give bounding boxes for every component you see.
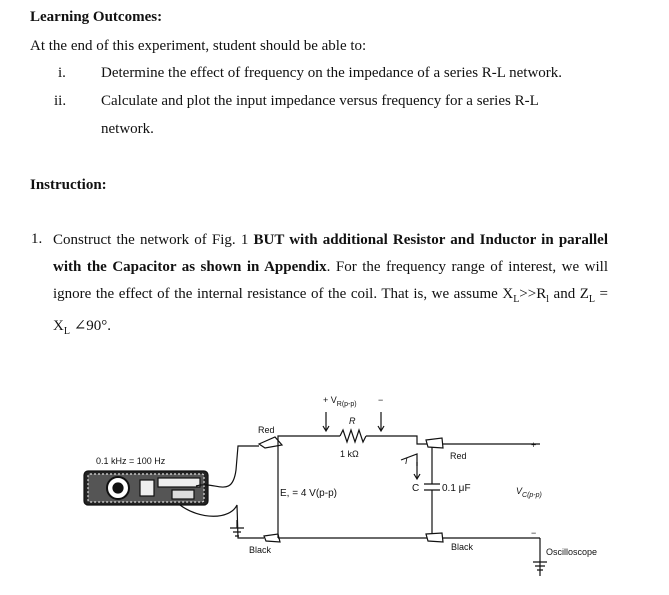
- vr-minus-sign: −: [378, 395, 384, 405]
- outcome-2-number: ii.: [54, 93, 67, 109]
- instr-sub-4: L: [63, 326, 70, 337]
- black-lead-right-label: Black: [451, 542, 474, 552]
- outcome-1-number: i.: [58, 65, 66, 81]
- black-lead-left-label: Black: [249, 545, 272, 555]
- instr-bold-part: BUT with additional Resistor and Inducto…: [53, 232, 608, 275]
- source-voltage-label: E, = 4 V(p-p): [280, 488, 337, 499]
- vc-label: VC(p-p): [516, 486, 542, 499]
- oscilloscope-label: Oscilloscope: [546, 547, 598, 557]
- vc-subscript: C(p-p): [522, 491, 542, 499]
- instruction-number: 1.: [31, 231, 43, 247]
- instr-part-6: ∠90°.: [69, 318, 112, 334]
- instr-sub-3: L: [588, 294, 596, 305]
- learning-intro: At the end of this experiment, student s…: [30, 38, 367, 54]
- instr-part-5: = X: [53, 286, 609, 334]
- learning-outcomes-heading: Learning Outcomes:: [30, 9, 163, 25]
- vr-label: + VR(p-p): [323, 395, 357, 408]
- capacitor-value-label: 0.1 μF: [442, 483, 471, 494]
- vr-subscript: R(p-p): [336, 400, 357, 408]
- function-generator-icon: [83, 470, 209, 506]
- red-lead-left-label: Red: [258, 425, 275, 435]
- instr-sub-2: l: [546, 294, 550, 305]
- red-lead-right-label: Red: [450, 451, 467, 461]
- vc-plus-sign: +: [531, 440, 537, 450]
- current-label: I: [405, 456, 408, 466]
- outcome-2-text-cont: network.: [101, 121, 154, 137]
- instr-sub-1: L: [513, 294, 520, 305]
- instr-part-1: Construct the network of Fig. 1: [53, 232, 254, 248]
- resistor-symbol-label: R: [349, 416, 356, 426]
- instruction-heading: Instruction:: [30, 177, 107, 193]
- capacitor-symbol-label: C: [412, 483, 420, 494]
- outcome-2-text: Calculate and plot the input impedance v…: [101, 93, 539, 109]
- outcome-1-text: Determine the effect of frequency on the…: [101, 65, 563, 81]
- resistor-value-label: 1 kΩ: [340, 449, 359, 459]
- instruction-paragraph: Construct the network of Fig. 1 BUT with…: [53, 227, 608, 345]
- vr-plus-v: + V: [323, 395, 337, 405]
- generator-frequency-label: 0.1 kHz = 100 Hz: [96, 456, 166, 466]
- instr-part-2: . For the frequency range of interest, w…: [53, 259, 608, 302]
- vc-v: V: [516, 486, 523, 496]
- instr-part-3: >>R: [519, 286, 547, 302]
- instr-part-4: and Z: [549, 286, 589, 302]
- vc-minus-sign: −: [531, 528, 537, 538]
